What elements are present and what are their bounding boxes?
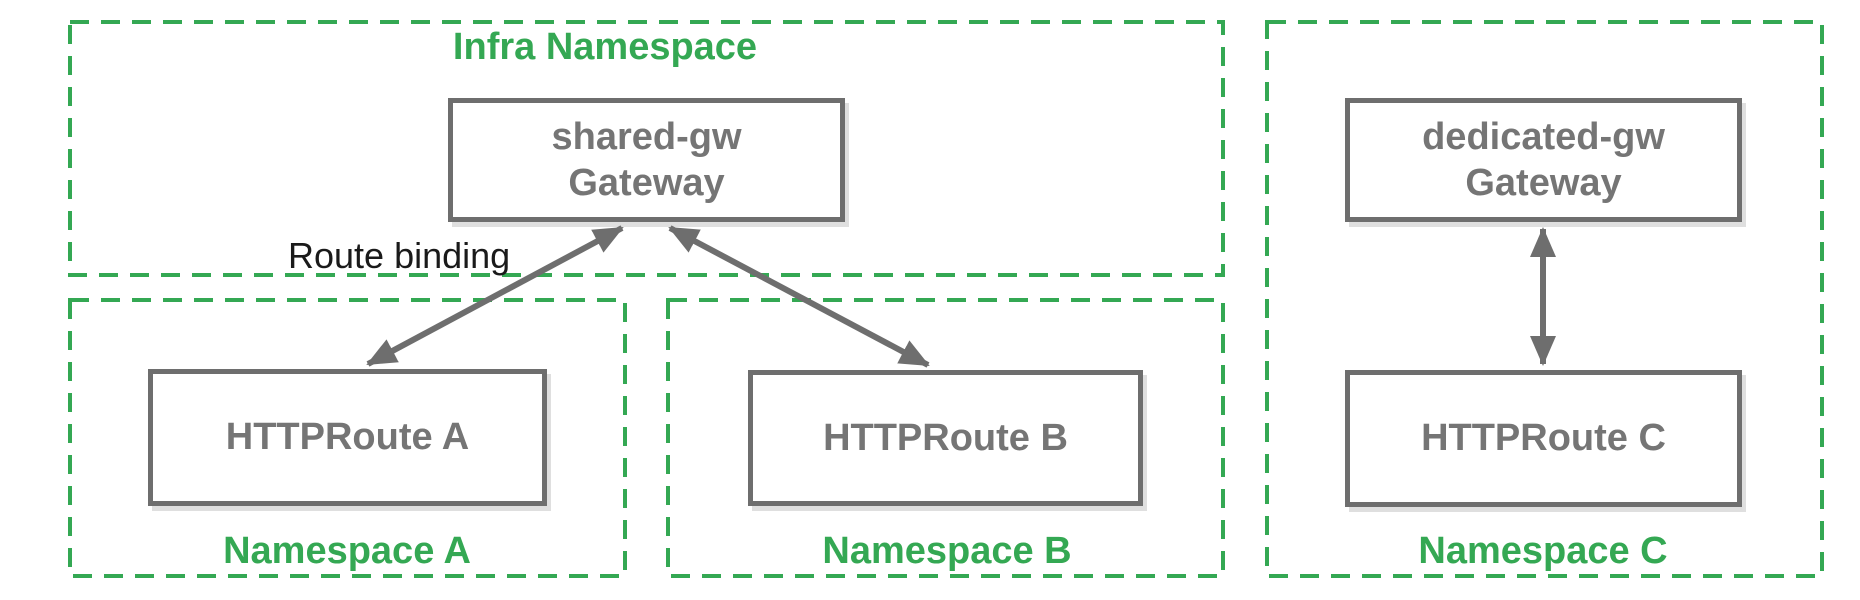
httproute-c-node: HTTPRoute C <box>1345 370 1742 507</box>
namespace-c-label: Namespace C <box>1418 530 1668 572</box>
httproute-b-node: HTTPRoute B <box>748 370 1143 506</box>
httproute-a-node: HTTPRoute A <box>148 369 547 506</box>
httproute-a-label: HTTPRoute A <box>225 416 470 459</box>
shared-gw-name: shared-gw <box>551 115 742 158</box>
route-b-binding-arrow <box>668 225 930 368</box>
shared-gw-kind: Gateway <box>568 162 725 204</box>
dedicated-gw-name: dedicated-gw <box>1422 115 1665 158</box>
infra-namespace-label: Infra Namespace <box>452 26 758 68</box>
dedicated-gw-kind: Gateway <box>1465 162 1622 204</box>
httproute-c-label: HTTPRoute C <box>1421 417 1666 460</box>
route-binding-label: Route binding <box>288 235 511 276</box>
namespace-a-label: Namespace A <box>223 530 471 572</box>
httproute-b-label: HTTPRoute B <box>823 416 1068 459</box>
dedicated-gw-gateway-node: dedicated-gw Gateway <box>1345 98 1742 222</box>
namespace-b-label: Namespace B <box>822 530 1072 572</box>
shared-gw-gateway-node: shared-gw Gateway <box>448 98 845 222</box>
